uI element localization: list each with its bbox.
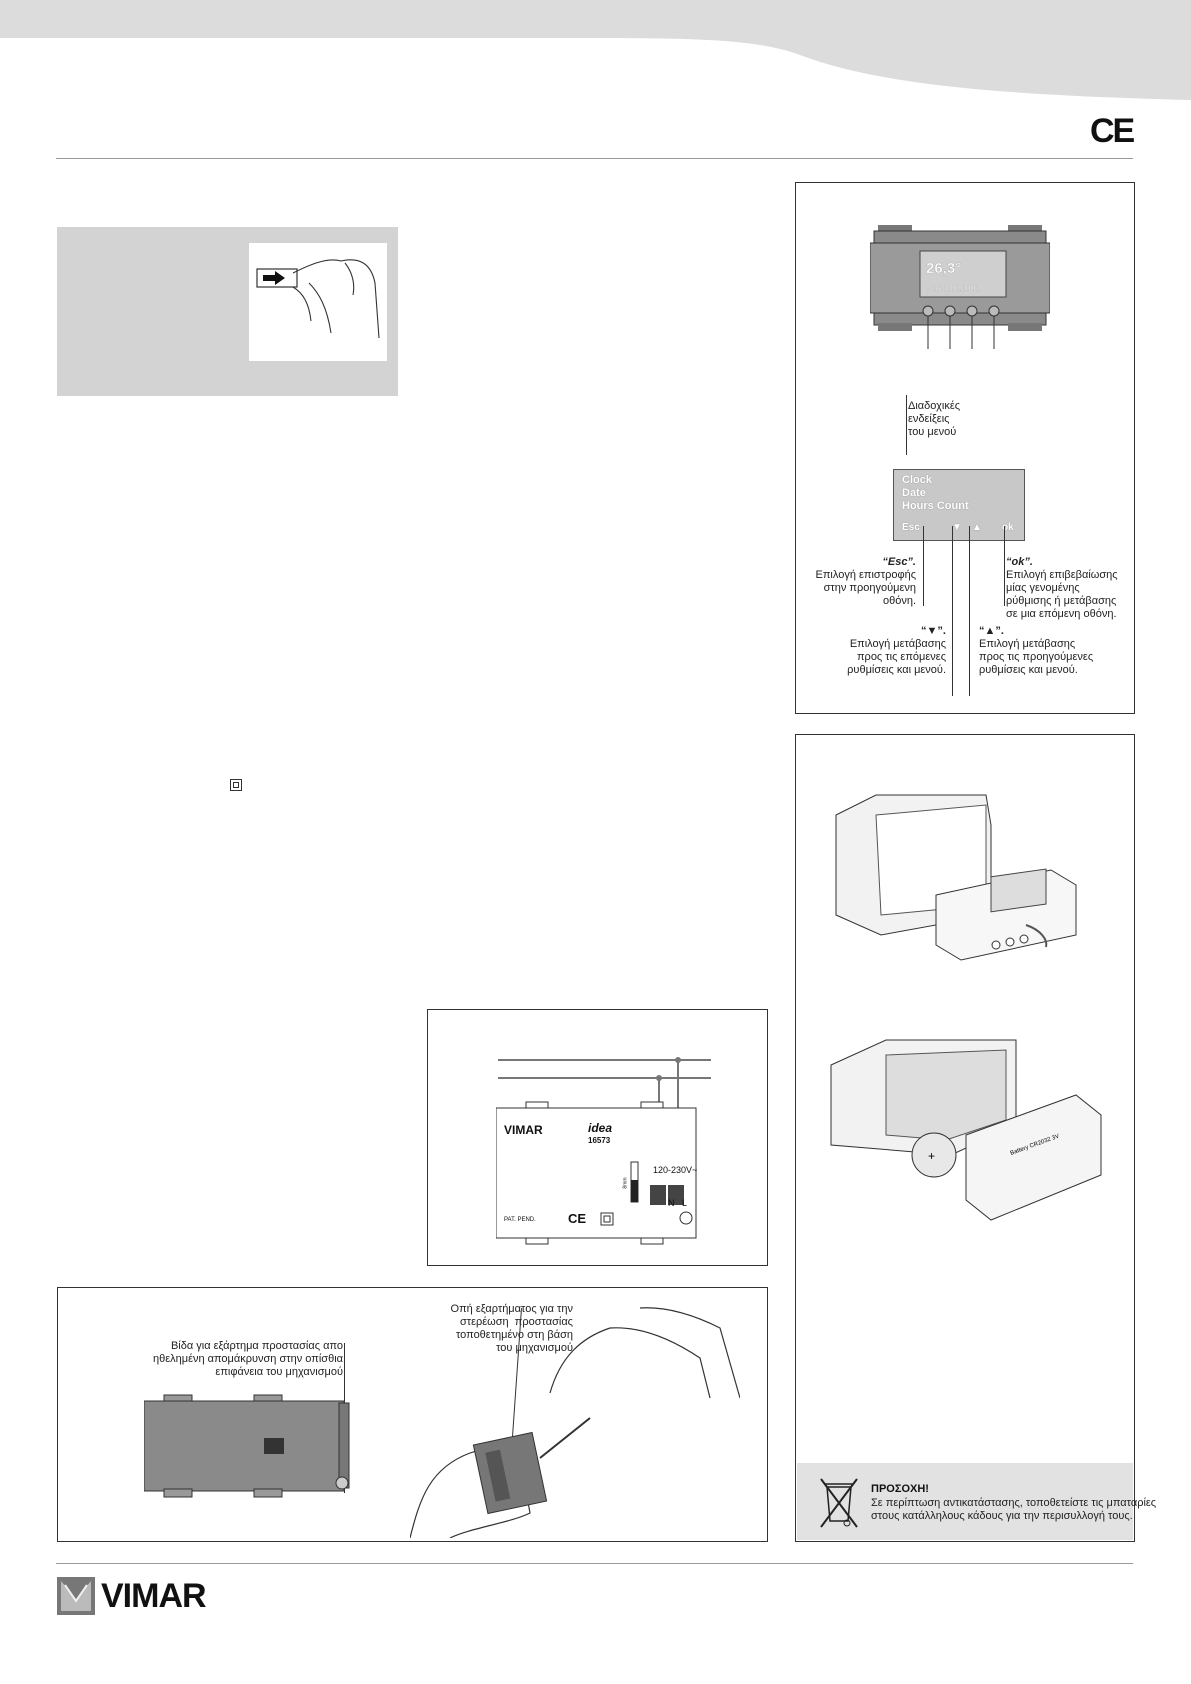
terminal-n: N — [668, 1198, 675, 1208]
svg-text:+: + — [928, 1149, 935, 1163]
hand-card-illustration — [249, 243, 387, 361]
device-removal-illustration — [835, 794, 1077, 961]
hole-label: Οπή εξαρτήματος για την στερέωση προστασ… — [450, 1303, 573, 1354]
leader-up — [969, 526, 970, 696]
wheelie-bin-crossed-icon — [820, 1478, 858, 1528]
screen-line-clock: Clock — [902, 474, 932, 486]
warning-text: Σε περίπτωση αντικατάστασης, τοποθετείστ… — [871, 1497, 1157, 1522]
wiring-diagram — [496, 1057, 711, 1245]
ok-key: “ok”. — [1006, 556, 1033, 568]
battery-panel: + Battery CR2032 3V ΠΡΟΣΟΧΗ! Σε περίπτωσ… — [795, 734, 1156, 1542]
wiring-panel: VIMAR idea 16573 120-230V~ N L PAT. PEND… — [427, 1009, 768, 1266]
leader-down — [952, 526, 953, 696]
warning-title: ΠΡΟΣΟΧΗ! — [871, 1483, 929, 1495]
wiring-series: idea — [588, 1121, 613, 1135]
softkey-ok: ok — [1002, 522, 1014, 533]
leader-ok — [1004, 526, 1005, 606]
vimar-logo-text: VIMAR — [101, 1577, 207, 1615]
leader-esc — [923, 526, 924, 606]
ok-desc: Επιλογή επιβεβαίωσης μίας γενομένης ρύθμ… — [1006, 569, 1118, 620]
display-temp: 26,3° — [926, 260, 961, 277]
screen-line-hours: Hours Count — [902, 500, 969, 512]
ce-mark: CE — [1090, 112, 1135, 150]
esc-key: “Esc”. — [882, 556, 916, 568]
terminal-l: L — [682, 1198, 688, 1208]
battery-replace-illustration: + Battery CR2032 3V — [830, 1039, 1102, 1221]
header-rule — [56, 158, 1133, 159]
wiring-strip: 8mm — [622, 1177, 629, 1189]
up-key: “▲”. — [979, 625, 1004, 637]
header-banner — [0, 0, 1191, 100]
screwdriver-hands-illustration — [410, 1307, 740, 1538]
menu-leader — [906, 395, 907, 455]
device-front-illustration: 26,3° Mon 1.02.2002 — [870, 225, 1050, 349]
up-desc: Επιλογή μετάβασης προς τις προηγούμενες … — [979, 638, 1094, 676]
screw-label: Βίδα για εξάρτημα προστασίας απο ηθελημέ… — [152, 1340, 343, 1378]
wiring-ce-mark: CE — [568, 1211, 587, 1226]
footer-rule — [56, 1563, 1133, 1564]
menu-screen: Clock Date Hours Count Esc ▼ ▲ ok — [893, 469, 1025, 541]
display-date: Mon 1.02.2002 — [926, 284, 980, 293]
softkey-esc: Esc — [902, 522, 920, 533]
wiring-brand: VIMAR — [504, 1123, 543, 1137]
vimar-logo-mark — [57, 1577, 95, 1615]
screen-line-date: Date — [902, 487, 926, 499]
warning-box: ΠΡΟΣΟΧΗ! Σε περίπτωση αντικατάστασης, το… — [797, 1463, 1156, 1540]
wiring-code: 16573 — [588, 1136, 611, 1145]
controls-panel: 26,3° Mon 1.02.2002 Διαδοχικές ενδείξεις… — [795, 182, 1135, 714]
softkey-up: ▲ — [972, 522, 982, 533]
menu-label: Διαδοχικές ενδείξεις του μενού — [908, 400, 961, 438]
softkey-down: ▼ — [952, 522, 962, 533]
esc-desc: Επιλογή επιστροφής στην προηγούμενη οθόν… — [815, 569, 917, 607]
down-desc: Επιλογή μετάβασης προς τις επόμενες ρυθμ… — [847, 638, 946, 676]
wiring-voltage: 120-230V~ — [653, 1165, 698, 1175]
double-insulation-icon — [230, 779, 242, 791]
down-key: “▼”. — [921, 625, 946, 637]
wiring-patent: PAT. PEND. — [504, 1217, 536, 1223]
instruction-box — [57, 227, 398, 396]
mechanism-back-illustration — [144, 1394, 350, 1498]
protection-panel: Βίδα για εξάρτημα προστασίας απο ηθελημέ… — [57, 1287, 768, 1542]
